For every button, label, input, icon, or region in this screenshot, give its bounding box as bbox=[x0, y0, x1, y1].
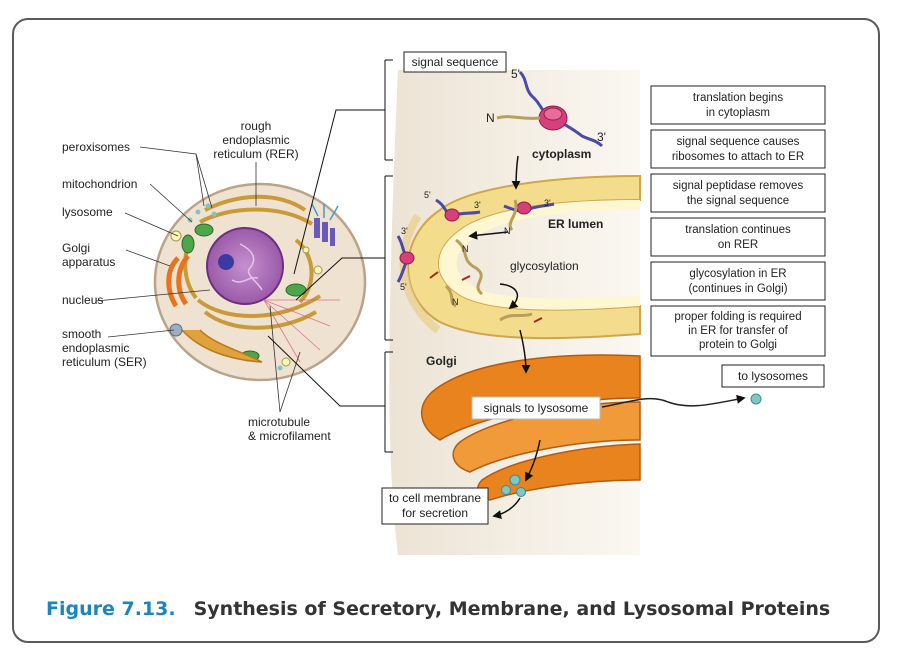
membrane-channel bbox=[314, 218, 335, 246]
step-box-3: signal peptidase removes the signal sequ… bbox=[650, 173, 826, 213]
svg-text:signals to lysosome: signals to lysosome bbox=[484, 401, 589, 415]
cell-ser bbox=[181, 329, 263, 363]
nucleus-illustration bbox=[206, 227, 284, 305]
svg-text:protein to Golgi: protein to Golgi bbox=[699, 339, 777, 351]
label-ser-1: smooth bbox=[62, 327, 101, 341]
n-terminus-label-2: N bbox=[462, 244, 469, 254]
svg-text:signal sequence causes: signal sequence causes bbox=[677, 136, 800, 148]
svg-text:to cell membrane: to cell membrane bbox=[389, 491, 481, 505]
mrna-3prime-label: 3' bbox=[597, 130, 606, 144]
peptide-cleavage-marks bbox=[429, 271, 543, 323]
zoom-brackets bbox=[267, 59, 393, 453]
signals-to-lysosome-label: signals to lysosome bbox=[471, 396, 601, 420]
figure-number: Figure 7.13. bbox=[46, 598, 176, 620]
figure-title: Synthesis of Secretory, Membrane, and Ly… bbox=[193, 598, 831, 620]
cell-cytoskeleton bbox=[263, 299, 340, 363]
svg-text:translation continues: translation continues bbox=[685, 224, 791, 236]
svg-text:proper folding is required: proper folding is required bbox=[674, 311, 801, 323]
ribosome2-3prime: 3' bbox=[474, 200, 481, 210]
label-rer-2: endoplasmic bbox=[222, 133, 289, 147]
ribosome4-3prime: 3' bbox=[401, 226, 408, 236]
step-boxes: translation begins in cytoplasm signal s… bbox=[650, 85, 826, 357]
step-box-4: translation continues on RER bbox=[650, 217, 826, 257]
svg-text:in ER for transfer of: in ER for transfer of bbox=[688, 325, 789, 337]
label-micro-1: microtubule bbox=[248, 415, 310, 429]
cytoplasm-label: cytoplasm bbox=[532, 147, 591, 161]
label-lysosome: lysosome bbox=[62, 205, 113, 219]
svg-text:in cytoplasm: in cytoplasm bbox=[706, 107, 770, 119]
label-micro-2: & microfilament bbox=[248, 429, 331, 443]
to-cell-membrane-label: to cell membrane for secretion bbox=[381, 487, 489, 525]
peptide-chains bbox=[444, 115, 541, 322]
ribosomes bbox=[399, 105, 568, 265]
label-rer-1: rough bbox=[241, 119, 272, 133]
figure-caption: Figure 7.13. Synthesis of Secretory, Memb… bbox=[46, 598, 830, 620]
n-terminus-label-3: N bbox=[504, 226, 511, 236]
step-box-2: signal sequence causes ribosomes to atta… bbox=[650, 129, 826, 169]
er-lumen-label: ER lumen bbox=[548, 217, 603, 231]
secretion-vesicles bbox=[501, 393, 762, 497]
label-ser-3: reticulum (SER) bbox=[62, 355, 147, 369]
to-lysosomes-label: to lysosomes bbox=[721, 364, 825, 388]
n-terminus-label: N bbox=[486, 111, 495, 125]
chromatin bbox=[231, 243, 263, 291]
er-membrane bbox=[399, 174, 641, 340]
ribosome2-5prime: 5' bbox=[424, 190, 431, 200]
svg-text:signal peptidase removes: signal peptidase removes bbox=[673, 180, 804, 192]
membrane-filaments bbox=[311, 203, 339, 221]
svg-text:on RER: on RER bbox=[718, 239, 758, 251]
label-nucleus: nucleus bbox=[62, 293, 103, 307]
svg-text:ribosomes to attach to ER: ribosomes to attach to ER bbox=[672, 151, 804, 163]
label-rer-3: reticulum (RER) bbox=[213, 147, 298, 161]
golgi-label: Golgi bbox=[426, 354, 457, 368]
ribosome3-3prime: 3' bbox=[544, 198, 551, 208]
label-mitochondrion: mitochondrion bbox=[62, 177, 137, 191]
leader-lines bbox=[95, 146, 301, 413]
svg-text:to lysosomes: to lysosomes bbox=[738, 369, 808, 383]
cell-golgi bbox=[166, 254, 190, 308]
svg-text:the signal sequence: the signal sequence bbox=[687, 195, 789, 207]
cell-vesicles bbox=[170, 230, 323, 367]
cell-lysosome bbox=[169, 323, 183, 337]
svg-text:for secretion: for secretion bbox=[402, 506, 468, 520]
lysosome-vesicle bbox=[750, 393, 762, 405]
pathway-arrows bbox=[468, 155, 746, 519]
svg-text:glycosylation in ER: glycosylation in ER bbox=[689, 268, 786, 280]
label-peroxisomes: peroxisomes bbox=[62, 140, 130, 154]
svg-text:(continues in Golgi): (continues in Golgi) bbox=[688, 283, 787, 295]
label-golgi-2: apparatus bbox=[62, 255, 115, 269]
nucleolus bbox=[218, 254, 234, 270]
cell-labels: peroxisomes mitochondrion lysosome Golgi… bbox=[62, 119, 331, 443]
mrna-5prime-label: 5' bbox=[511, 67, 520, 81]
signal-sequence-label: signal sequence bbox=[403, 51, 507, 73]
label-ser-2: endoplasmic bbox=[62, 341, 129, 355]
glycosylation-label: glycosylation bbox=[510, 259, 579, 273]
cell-peroxisomes bbox=[187, 203, 283, 371]
ribosome4-5prime: 5' bbox=[400, 282, 407, 292]
step-box-1: translation begins in cytoplasm bbox=[650, 85, 826, 125]
n-terminus-label-4: N bbox=[452, 297, 459, 307]
step-box-5: glycosylation in ER (continues in Golgi) bbox=[650, 261, 826, 301]
cell-illustration bbox=[153, 182, 367, 382]
svg-text:translation begins: translation begins bbox=[693, 92, 783, 104]
step-box-6: proper folding is required in ER for tra… bbox=[650, 305, 826, 357]
svg-text:signal sequence: signal sequence bbox=[412, 55, 499, 69]
label-golgi-1: Golgi bbox=[62, 241, 90, 255]
